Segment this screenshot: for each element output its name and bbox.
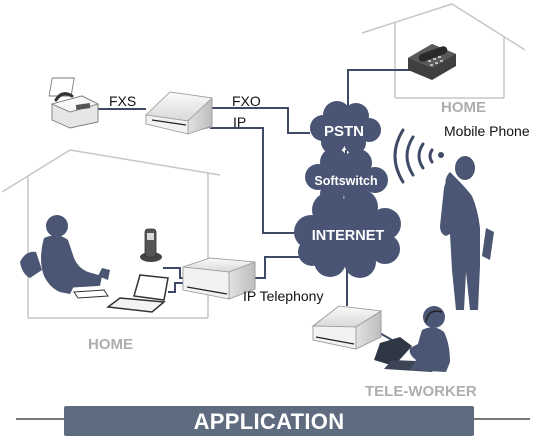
gateway-ip-telephony: [182, 257, 256, 300]
mobile-phone-label: Mobile Phone: [444, 123, 530, 139]
wireless-signal-icon: [393, 128, 434, 184]
person-sitting-icon: [20, 215, 110, 299]
tele-worker-label: TELE-WORKER: [365, 383, 477, 400]
application-title: APPLICATION: [193, 409, 345, 434]
application-banner: [64, 406, 474, 436]
cordless-phone-icon: [140, 228, 162, 262]
pstn-cloud: [310, 101, 381, 154]
laptop-icon: [106, 274, 169, 313]
tele-worker-icon: [374, 306, 450, 372]
person-standing-icon: [440, 156, 494, 310]
home-top-label: HOME: [441, 99, 486, 116]
pstn-label: PSTN: [324, 123, 364, 140]
fxo-label: FXO: [232, 93, 261, 109]
ip-telephony-label: IP Telephony: [243, 288, 323, 304]
internet-label: INTERNET: [312, 228, 385, 244]
home-left-label: HOME: [88, 336, 133, 353]
gateway-tele-worker: [311, 305, 383, 350]
gateway-top: [145, 91, 213, 135]
home-left-house: [1, 149, 221, 319]
softswitch-label: Softswitch: [314, 174, 377, 188]
cloud-labels: PSTN Softswitch INTERNET: [312, 123, 385, 244]
fxs-label: FXS: [109, 93, 136, 109]
fax-machine-icon: [48, 77, 100, 129]
internet-cloud: [294, 189, 401, 278]
ip-label: IP: [233, 114, 246, 130]
signal-dot-icon: [438, 152, 444, 158]
desk-phone-icon: [408, 44, 456, 80]
home-top-house: [361, 3, 526, 99]
